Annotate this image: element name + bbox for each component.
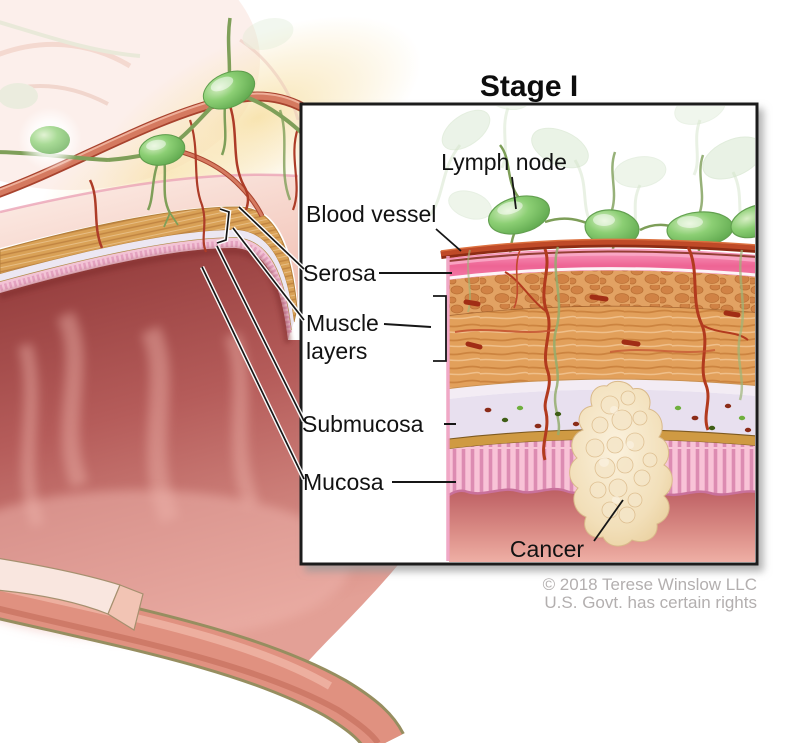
muscle-red-dashes bbox=[463, 294, 741, 350]
node-highlight bbox=[210, 76, 234, 92]
blood-vessel-label: Blood vessel bbox=[306, 201, 436, 227]
node-highlight bbox=[593, 214, 615, 226]
cancer-label: Cancer bbox=[510, 536, 584, 562]
surface-edge-line bbox=[0, 173, 299, 214]
credit-line1: © 2018 Terese Winslow LLC bbox=[543, 575, 757, 594]
lymph-node bbox=[30, 126, 70, 154]
mucosa-edge bbox=[0, 237, 291, 340]
muscle-leader bbox=[232, 227, 305, 321]
muscle-layer-2 bbox=[449, 306, 755, 389]
tumor-highlights bbox=[599, 406, 634, 504]
lymph-nodes-inset bbox=[488, 195, 755, 247]
blood-vessel-core bbox=[440, 240, 755, 257]
serosa-white-line bbox=[448, 267, 755, 280]
mucosa-label: Mucosa bbox=[303, 469, 384, 495]
muscle-layer-1 bbox=[449, 270, 755, 316]
node-highlight bbox=[146, 139, 166, 151]
lymph-nodes-left bbox=[18, 70, 256, 171]
colon-wall-3d-illustration bbox=[0, 0, 422, 743]
blood-vessel-highlight bbox=[440, 238, 755, 252]
muscle-layers-bracket bbox=[433, 295, 447, 362]
muscle-layers-label-line1: Muscle bbox=[306, 310, 379, 336]
villi-fringe bbox=[0, 240, 292, 336]
faded-lymph-nodes bbox=[441, 106, 755, 220]
inset-content bbox=[428, 106, 755, 562]
serosa-label: Serosa bbox=[303, 260, 376, 286]
lymph-node bbox=[730, 203, 755, 239]
muscle-layers-pointer bbox=[383, 323, 432, 328]
cancer-pointer bbox=[593, 499, 624, 542]
serosa-leader bbox=[238, 206, 305, 270]
submucosa-speckles bbox=[484, 403, 752, 433]
blood-vessel-pointer bbox=[435, 228, 462, 252]
faint-vessel-network bbox=[0, 18, 300, 121]
submucosa-leader bbox=[216, 245, 305, 422]
cancer-tumor bbox=[569, 381, 673, 547]
cross-leader-lines bbox=[199, 205, 307, 480]
intramural-red-vessels bbox=[454, 246, 749, 461]
stage-title: Stage I bbox=[480, 70, 578, 103]
lymph-node-label: Lymph node bbox=[441, 149, 567, 175]
submucosa-label: Submucosa bbox=[302, 411, 424, 437]
lymph-node-pointer bbox=[511, 176, 517, 210]
credit-line2: U.S. Govt. has certain rights bbox=[544, 593, 757, 612]
colon-cut-rim bbox=[0, 558, 405, 743]
serosa-highlight bbox=[448, 249, 755, 265]
intramural-lymph-vessels bbox=[467, 246, 745, 436]
blood-vessel-thin bbox=[448, 250, 755, 262]
tumor-lumps bbox=[585, 390, 658, 524]
copyright-credit: © 2018 Terese Winslow LLC U.S. Govt. has… bbox=[543, 575, 757, 612]
node-highlight bbox=[677, 216, 703, 228]
tissue-cross-section bbox=[440, 238, 755, 562]
mucosa-leader bbox=[201, 266, 305, 480]
inset-labels: Lymph node Blood vessel Serosa Muscle la… bbox=[302, 149, 624, 562]
serosa-surface bbox=[0, 174, 298, 306]
muscle-layers-label-line2: layers bbox=[306, 338, 367, 364]
muscle-bracket-left bbox=[216, 208, 230, 244]
interior-shadow bbox=[0, 247, 292, 344]
